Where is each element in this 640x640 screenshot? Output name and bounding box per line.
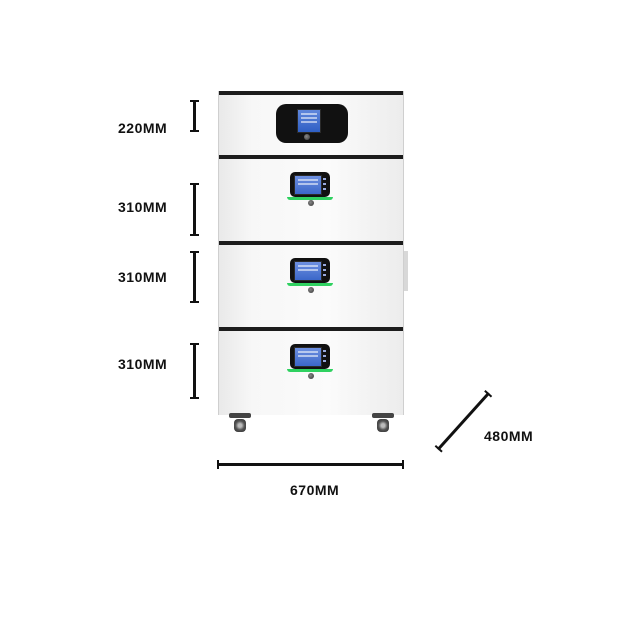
control-power-button-icon[interactable] bbox=[304, 134, 310, 140]
battery-module-2-top-edge bbox=[219, 241, 403, 245]
control-display-screen bbox=[297, 109, 321, 133]
battery-module-3-power-button-icon[interactable] bbox=[308, 373, 314, 379]
height-bar-top bbox=[190, 100, 199, 132]
height-bar-module-2 bbox=[190, 251, 199, 303]
control-module-top-edge bbox=[219, 91, 403, 95]
cabinet-side-edge bbox=[404, 251, 408, 291]
battery-module-1-status-light bbox=[287, 197, 333, 200]
caster-wheel-right bbox=[372, 413, 394, 433]
battery-module-1-power-button-icon[interactable] bbox=[308, 200, 314, 206]
control-module bbox=[218, 91, 404, 155]
control-display-frame bbox=[276, 104, 348, 143]
height-label-module-3: 310MM bbox=[118, 356, 168, 372]
height-label-module-1: 310MM bbox=[118, 199, 168, 215]
height-bar-module-1 bbox=[190, 183, 199, 236]
battery-module-2-display-frame bbox=[287, 258, 333, 286]
depth-label: 480MM bbox=[484, 428, 534, 444]
height-label-module-2: 310MM bbox=[118, 269, 168, 285]
width-label: 670MM bbox=[290, 482, 340, 498]
battery-module-3-top-edge bbox=[219, 327, 403, 331]
battery-cabinet bbox=[218, 91, 408, 415]
battery-module-3 bbox=[218, 327, 404, 415]
battery-module-3-display-frame bbox=[287, 344, 333, 372]
battery-module-3-lcd bbox=[294, 347, 322, 367]
height-bar-module-3 bbox=[190, 343, 199, 399]
height-label-top: 220MM bbox=[118, 120, 168, 136]
battery-module-1-top-edge bbox=[219, 155, 403, 159]
battery-module-2-lcd bbox=[294, 261, 322, 281]
battery-module-1 bbox=[218, 155, 404, 241]
battery-module-1-lcd bbox=[294, 175, 322, 195]
width-dimension-line bbox=[217, 460, 404, 469]
battery-module-1-display-frame bbox=[287, 172, 333, 200]
depth-dimension-line bbox=[436, 392, 490, 451]
battery-module-2-power-button-icon[interactable] bbox=[308, 287, 314, 293]
battery-module-2-status-light bbox=[287, 283, 333, 286]
battery-module-2 bbox=[218, 241, 404, 327]
caster-wheel-left bbox=[229, 413, 251, 433]
battery-module-3-status-light bbox=[287, 369, 333, 372]
